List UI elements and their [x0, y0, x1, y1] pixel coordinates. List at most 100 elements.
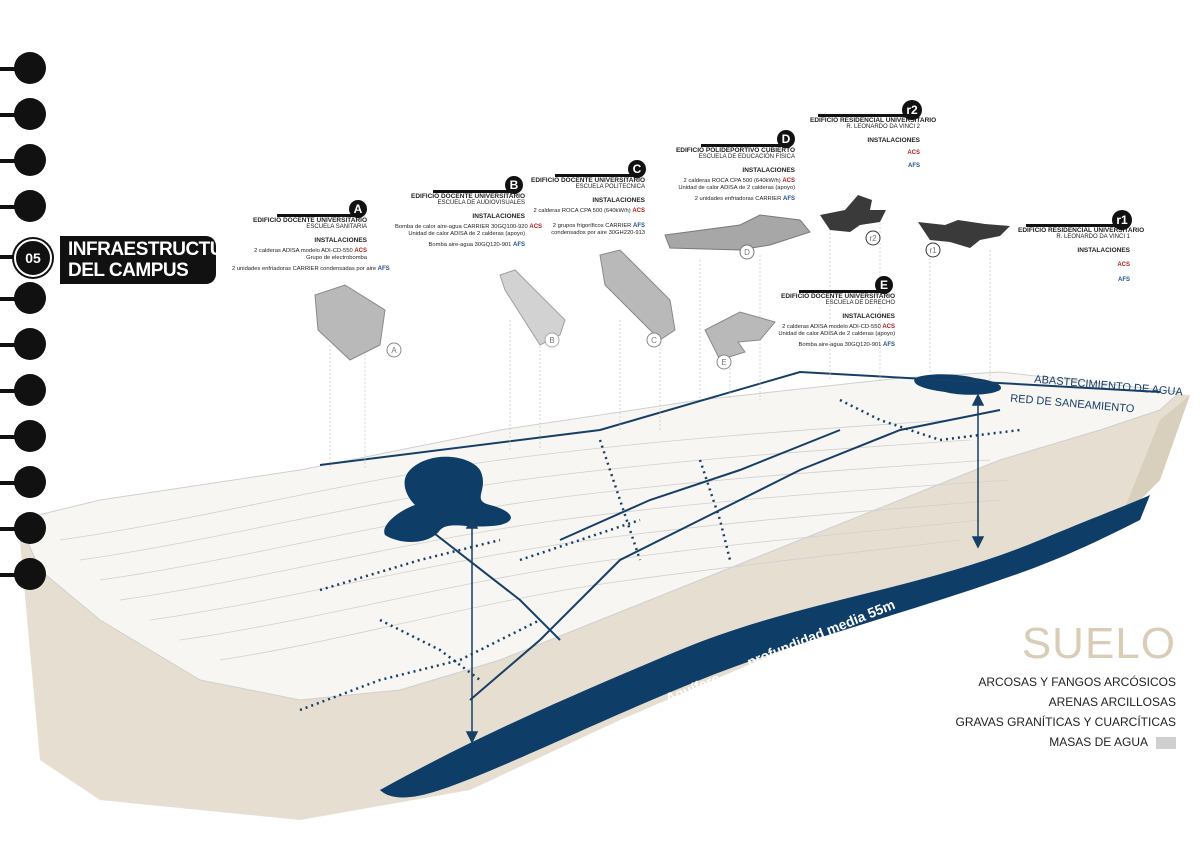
building-d-letter: D	[777, 130, 795, 148]
building-c-model	[599, 249, 676, 348]
binder-hole	[0, 466, 46, 500]
depth-arrow-left	[465, 516, 479, 744]
binder-hole	[0, 328, 46, 362]
building-d-item: 2 calderas ROCA CPA 500 (640kW/h) ACS	[683, 178, 796, 184]
contour-lines	[59, 419, 1011, 661]
guide-lines	[329, 215, 991, 470]
chapter-title-line1: INFRAESTRUCTURAS	[68, 239, 262, 260]
building-b-item: Unidad de calor ADISA de 2 calderas (apo…	[408, 231, 525, 237]
building-b-inst: INSTALACIONES	[472, 213, 525, 220]
chapter-title: INFRAESTRUCTURAS DEL CAMPUS	[60, 236, 262, 284]
building-r2-letter: r2	[902, 100, 922, 120]
building-b-letter: B	[505, 176, 523, 194]
building-a-title: EDIFICIO DOCENTE UNIVERSITARIO	[253, 217, 367, 224]
binder-hole	[0, 52, 46, 86]
building-e-title: EDIFICIO DOCENTE UNIVERSITARIO	[781, 293, 895, 300]
building-d-subtitle: ESCUELA DE EDUCACIÓN FÍSICA	[698, 154, 795, 160]
building-e-inst: INSTALACIONES	[842, 313, 895, 320]
building-b-title: EDIFICIO DOCENTE UNIVERSITARIO	[411, 193, 525, 200]
lake	[384, 456, 511, 542]
building-d-model	[664, 214, 811, 260]
chapter-heading: 05 INFRAESTRUCTURAS DEL CAMPUS	[0, 232, 262, 288]
building-c-label: C EDIFICIO DOCENTE UNIVERSITARIO ESCUELA…	[520, 160, 646, 237]
building-b-model	[499, 269, 566, 348]
building-c-item: 2 calderas ROCA CPA 500 (640kW/h) ACS	[533, 208, 646, 214]
building-a-tag: A	[391, 346, 397, 355]
building-e-item: Unidad de calor ADISA de 2 calderas (apo…	[778, 331, 895, 337]
building-r1-model	[918, 220, 1010, 258]
building-d-item: Unidad de calor ADISA de 2 calderas (apo…	[678, 185, 795, 191]
binder-hole	[0, 512, 46, 546]
building-c-tag: C	[651, 336, 657, 345]
water-network	[319, 370, 1161, 701]
chapter-number: 05	[14, 239, 52, 277]
building-a-item: 2 calderas ADISA modelo ADI-CD-550 ACS	[254, 248, 367, 254]
building-c-letter: C	[628, 160, 646, 178]
building-d-item: 2 unidades enfriadoras CARRIER AFS	[694, 196, 795, 202]
legend-item: ARCOSAS Y FANGOS ARCÓSICOS	[978, 675, 1176, 689]
building-r1-afs: AFS	[1118, 277, 1130, 283]
building-r1-subtitle: R. LEONARDO DA VINCI 1	[1056, 234, 1130, 240]
building-r2-tag: r2	[869, 234, 877, 243]
building-r1-label: r1 EDIFICIO RESIDENCIAL UNIVERSITARIO R.…	[1018, 210, 1145, 284]
building-c-subtitle: ESCUELA POLITECNICA	[575, 184, 645, 190]
building-c-inst: INSTALACIONES	[592, 197, 645, 204]
binder-hole	[0, 420, 46, 454]
binder-hole	[0, 374, 46, 408]
legend-swatch	[1156, 736, 1176, 749]
building-r1-letter: r1	[1112, 210, 1132, 230]
building-a-model	[314, 284, 402, 361]
building-b-tag: B	[549, 336, 554, 345]
building-e-tag: E	[721, 358, 726, 367]
building-d-label: D EDIFICIO POLIDEPORTIVO CUBIERTO ESCUEL…	[665, 130, 795, 203]
building-b-item: Bomba aire-agua 30GQ120-901 AFS	[428, 242, 525, 248]
building-r2-subtitle: R. LEONARDO DA VINCI 2	[846, 124, 920, 130]
building-c-title: EDIFICIO DOCENTE UNIVERSITARIO	[531, 177, 645, 184]
dotted-network	[299, 398, 1021, 712]
legend-item: MASAS DE AGUA	[956, 732, 1176, 752]
building-c-item: condensados por aire 30GH220-913	[551, 230, 645, 236]
soil-legend: SUELO ARCOSAS Y FANGOS ARCÓSICOS ARENAS …	[955, 616, 1177, 752]
building-r2-title: EDIFICIO RESIDENCIAL UNIVERSITARIO	[810, 117, 937, 124]
binder-hole	[0, 282, 46, 316]
binder-hole	[0, 144, 46, 178]
building-d-tag: D	[744, 248, 750, 257]
building-c-item: 2 grupos frigoríficos CARRIER AFS	[552, 223, 645, 229]
chapter-title-line2: DEL CAMPUS	[68, 260, 189, 281]
building-r2-label: r2 EDIFICIO RESIDENCIAL UNIVERSITARIO R.…	[810, 100, 937, 170]
binder-hole	[0, 98, 46, 132]
building-d-title: EDIFICIO POLIDEPORTIVO CUBIERTO	[675, 147, 795, 154]
building-a-inst: INSTALACIONES	[314, 237, 367, 244]
building-r1-tag: r1	[929, 246, 937, 255]
legend-title: SUELO	[1021, 619, 1176, 668]
building-r2-inst: INSTALACIONES	[867, 137, 920, 144]
binder-hole	[0, 558, 46, 592]
aquifer-layer	[380, 495, 1150, 798]
building-a-label: A EDIFICIO DOCENTE UNIVERSITARIO ESCUELA…	[232, 200, 390, 273]
building-b-item: Bomba de calor aire-agua CARRIER 30GQ100…	[395, 224, 543, 230]
building-e-model	[704, 311, 776, 370]
building-e-letter: E	[875, 276, 893, 294]
building-r1-inst: INSTALACIONES	[1077, 247, 1130, 254]
building-e-subtitle: ESCUELA DE DERECHO	[825, 300, 895, 306]
depth-arrow-right	[971, 393, 985, 549]
building-r1-title: EDIFICIO RESIDENCIAL UNIVERSITARIO	[1018, 227, 1145, 234]
building-a-item: Grupo de electrobomba	[306, 255, 367, 261]
chapter-connector	[0, 255, 16, 259]
legend-item: GRAVAS GRANÍTICAS Y CUARCÍTICAS	[955, 715, 1177, 729]
building-r2-afs: AFS	[908, 163, 920, 169]
building-e-item: 2 calderas ADISA modelo ADI-CD-550 ACS	[782, 324, 895, 330]
soil-right-face	[1120, 395, 1190, 520]
terrain-surface	[17, 371, 1182, 701]
building-a-letter: A	[349, 200, 367, 218]
legend-item: ARENAS ARCILLOSAS	[1048, 695, 1176, 709]
binder-hole	[0, 190, 46, 224]
building-e-label: E EDIFICIO DOCENTE UNIVERSITARIO ESCUELA…	[765, 276, 895, 349]
building-r2-acs: ACS	[907, 150, 920, 156]
building-r2-model	[820, 195, 886, 246]
building-d-inst: INSTALACIONES	[742, 167, 795, 174]
building-e-item: Bomba aire-agua 30GQ120-901 AFS	[798, 342, 895, 348]
building-b-label: B EDIFICIO DOCENTE UNIVERSITARIO ESCUELA…	[395, 176, 543, 249]
building-b-subtitle: ESCUELA DE AUDIOVISUALES	[437, 200, 525, 206]
